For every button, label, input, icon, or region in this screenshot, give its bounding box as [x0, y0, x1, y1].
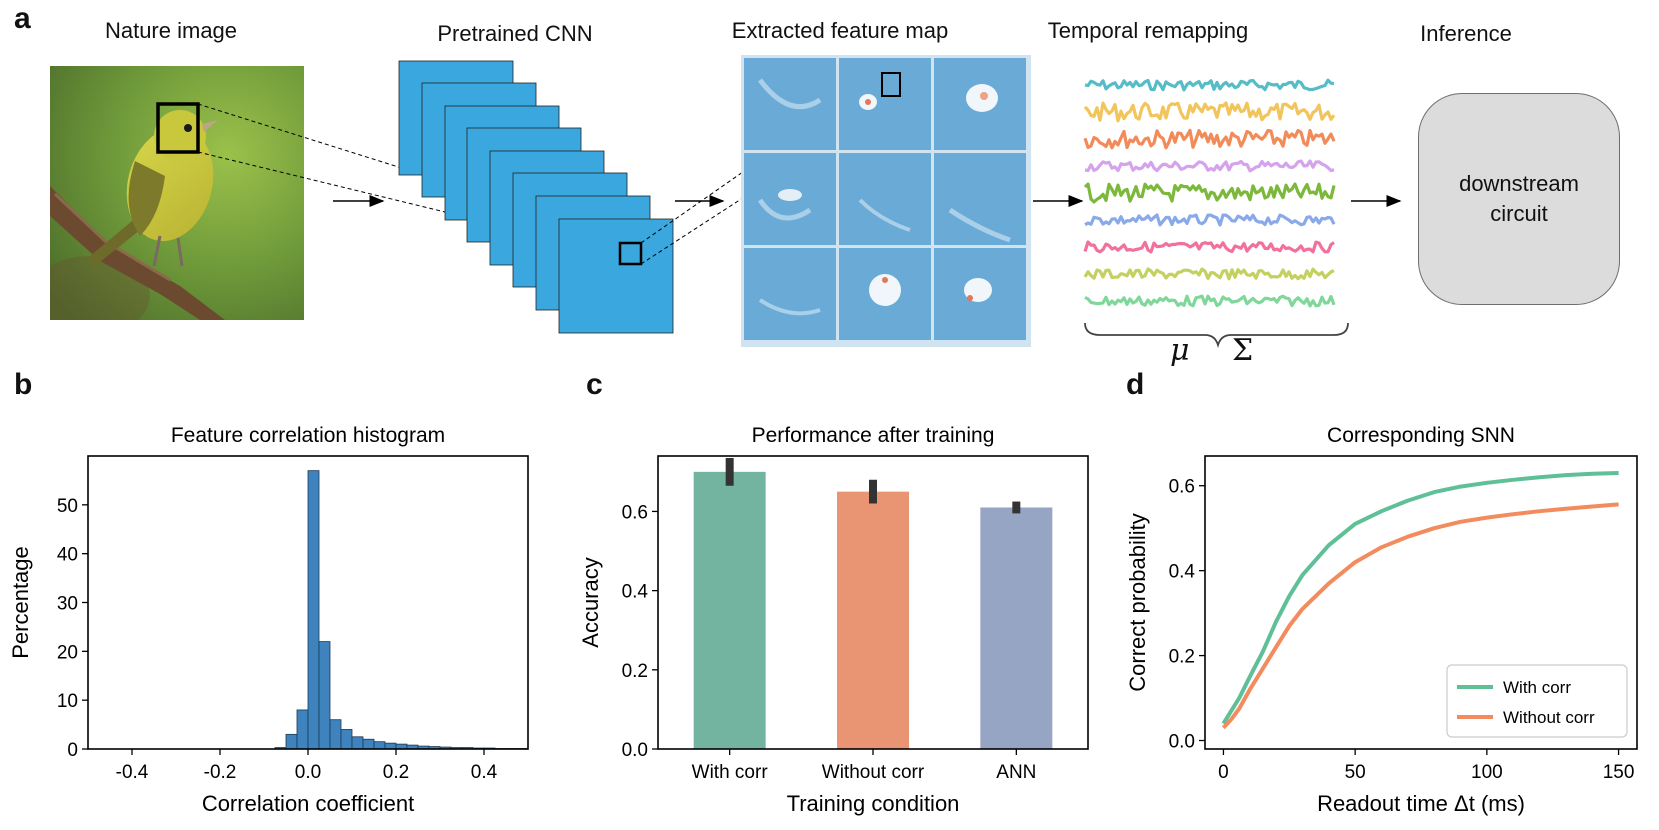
downstream-circuit-box: downstream circuit — [1418, 93, 1620, 305]
cnn-layer-stack — [398, 60, 674, 334]
y-tick-label: 0.6 — [622, 502, 648, 523]
histogram-bar — [362, 738, 375, 750]
x-axis-label: Correlation coefficient — [202, 791, 414, 816]
y-axis-label: Correct probability — [1125, 513, 1150, 692]
y-tick-label: 0.0 — [1169, 732, 1195, 753]
downstream-line1: downstream — [1459, 171, 1579, 196]
stage-label-nature-image: Nature image — [104, 18, 238, 43]
y-tick-label: 20 — [57, 642, 78, 663]
sigma-symbol: Σ — [1232, 333, 1254, 368]
mu-symbol: μ — [1170, 333, 1190, 368]
panel-a-diagram — [197, 55, 1402, 349]
temporal-traces — [1083, 78, 1336, 308]
x-tick-label: 100 — [1471, 762, 1503, 783]
accuracy-bar — [980, 507, 1053, 749]
panel-letter-a: a — [14, 2, 31, 35]
y-tick-label: 10 — [57, 691, 78, 712]
stage-label-inference: Inference — [1420, 21, 1512, 46]
trace-line — [1083, 240, 1335, 254]
x-tick-label: 0.0 — [295, 762, 321, 783]
y-tick-label: 0.0 — [622, 740, 648, 761]
downstream-line2: circuit — [1490, 201, 1548, 226]
histogram-bar — [296, 709, 309, 750]
trace-line — [1083, 267, 1335, 281]
y-tick-label: 50 — [57, 496, 78, 517]
panel-letter-c: c — [586, 368, 603, 401]
trace-line — [1084, 294, 1336, 308]
accuracy-bar — [693, 471, 766, 749]
y-axis-label: Accuracy — [578, 557, 603, 647]
x-tick-label: 150 — [1603, 762, 1635, 783]
axes-frame — [1204, 455, 1638, 750]
stage-label-pretrained-cnn: Pretrained CNN — [437, 21, 593, 46]
histogram-bar — [340, 729, 353, 750]
series-line — [1221, 471, 1619, 725]
trace-line — [1084, 78, 1335, 92]
legend-label: Without corr — [1503, 708, 1595, 727]
y-tick-label: 0.4 — [1169, 562, 1196, 583]
stage-label-extracted-feature-map: Extracted feature map — [731, 18, 949, 43]
x-axis-label: Readout time Δt (ms) — [1317, 791, 1525, 816]
chart-title: Feature correlation histogram — [171, 424, 445, 447]
feature-map-grid — [741, 55, 1031, 347]
x-tick-label: Without corr — [822, 762, 925, 783]
x-axis-label: Training condition — [787, 791, 960, 816]
series-line — [1221, 502, 1619, 730]
chart-title: Corresponding SNN — [1327, 424, 1515, 447]
trace-line — [1083, 182, 1336, 204]
histogram-bar — [384, 742, 397, 750]
y-tick-label: 0.2 — [1169, 647, 1195, 668]
x-tick-label: 0.4 — [471, 762, 498, 783]
y-tick-label: 0.2 — [622, 661, 648, 682]
x-tick-label: -0.4 — [116, 762, 149, 783]
histogram-bar — [373, 741, 386, 750]
panel-letter-b: b — [14, 368, 33, 401]
y-axis-label: Percentage — [8, 546, 33, 659]
accuracy-bar — [837, 491, 909, 749]
trace-line — [1083, 101, 1336, 123]
histogram-bar — [351, 736, 364, 750]
trace-line — [1083, 128, 1336, 150]
nature-image-bird — [50, 66, 304, 320]
x-tick-label: -0.2 — [204, 762, 237, 783]
y-tick-label: 0.6 — [1169, 477, 1195, 498]
trace-line — [1084, 213, 1336, 227]
traces-brace — [1084, 322, 1349, 349]
y-tick-label: 40 — [57, 545, 78, 566]
x-tick-label: 0.2 — [383, 762, 409, 783]
x-tick-label: With corr — [692, 762, 769, 783]
histogram-bar — [307, 470, 320, 750]
histogram-bar — [318, 641, 331, 750]
legend-label: With corr — [1503, 678, 1571, 697]
chart-title: Performance after training — [752, 424, 995, 447]
trace-line — [1084, 159, 1335, 173]
histogram-bar — [285, 733, 298, 750]
panel-letter-d: d — [1126, 368, 1145, 401]
x-tick-label: ANN — [996, 762, 1036, 783]
x-tick-label: 0 — [1218, 762, 1229, 783]
histogram-bar — [329, 719, 342, 750]
x-tick-label: 50 — [1345, 762, 1366, 783]
y-tick-label: 30 — [57, 594, 78, 615]
y-tick-label: 0 — [67, 740, 78, 761]
stage-label-temporal-remapping: Temporal remapping — [1047, 18, 1249, 43]
y-tick-label: 0.4 — [622, 582, 649, 603]
